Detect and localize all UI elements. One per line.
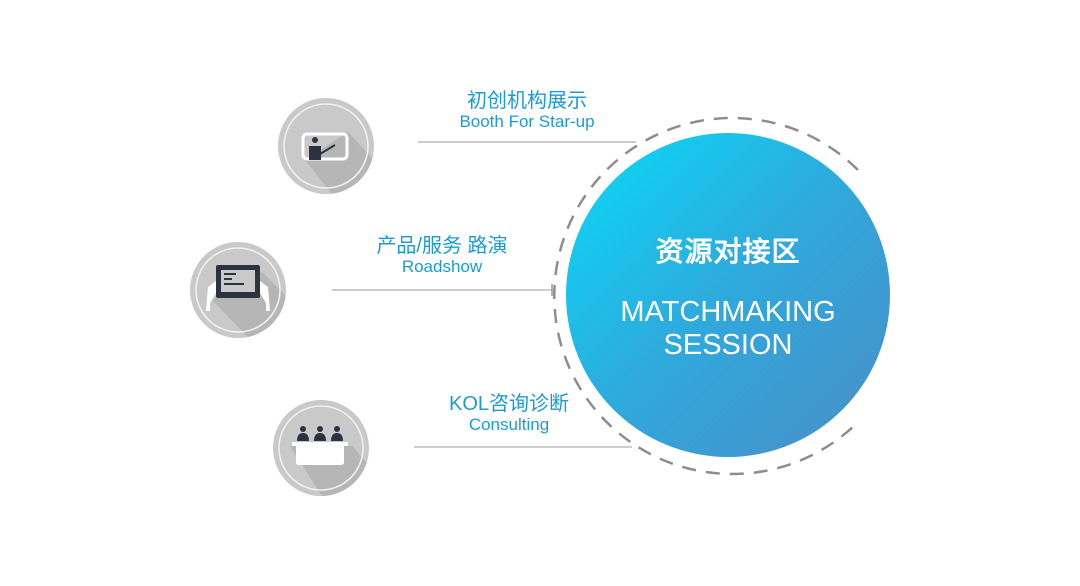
center-title-en-line1: MATCHMAKING [620,296,836,328]
presentation-icon [301,132,349,161]
panel-meeting-icon [297,426,343,441]
booth-icon-circle [278,98,374,194]
dashed-orbit [553,116,859,476]
consulting-icon-circle [273,400,369,496]
center-title-en: MATCHMAKING SESSION [620,296,835,362]
center-title-en-line2: SESSION [663,329,793,361]
tablet-hands-icon [206,265,270,311]
consulting-label: KOL咨询诊断 Consulting [449,393,569,435]
center-title-cn: 资源对接区 [655,235,801,268]
roadshow-icon-circle [190,242,286,338]
roadshow-label: 产品/服务 路演 Roadshow [376,235,507,277]
booth-label-cn: 初创机构展示 [467,90,587,112]
consulting-label-en: Consulting [468,415,550,434]
booth-label-en: Booth For Star-up [459,112,595,131]
consulting-label-cn: KOL咨询诊断 [448,393,570,415]
matchmaking-circle [566,133,890,457]
booth-label: 初创机构展示 Booth For Star-up [459,90,594,132]
roadshow-label-cn: 产品/服务 路演 [376,235,508,257]
roadshow-label-en: Roadshow [401,257,483,276]
